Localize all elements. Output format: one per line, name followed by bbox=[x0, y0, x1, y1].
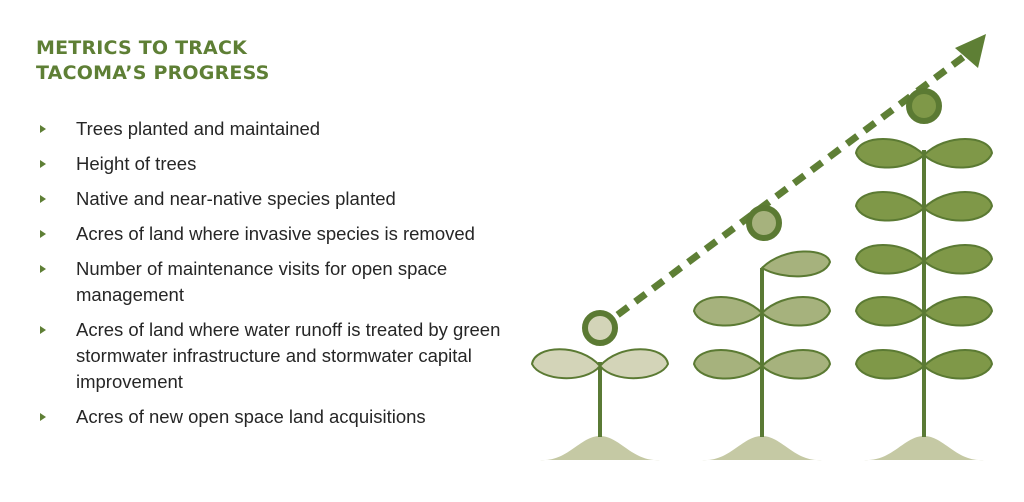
milestone-circle bbox=[582, 310, 618, 346]
metrics-list: Trees planted and maintained Height of t… bbox=[40, 116, 510, 439]
triangle-right-icon bbox=[40, 326, 46, 334]
metric-item: Native and near-native species planted bbox=[40, 186, 510, 212]
mature-plant-icon bbox=[854, 138, 994, 461]
metric-label: Acres of land where invasive species is … bbox=[76, 223, 475, 244]
soil-mound bbox=[864, 436, 984, 461]
soil-mound bbox=[540, 436, 660, 461]
sprout-icon bbox=[530, 348, 670, 461]
page-title: METRICS TO TRACK TACOMA’S PROGRESS bbox=[36, 36, 270, 86]
triangle-right-icon bbox=[40, 125, 46, 133]
metric-item: Acres of new open space land acquisition… bbox=[40, 404, 510, 430]
triangle-right-icon bbox=[40, 413, 46, 421]
metric-item: Number of maintenance visits for open sp… bbox=[40, 256, 510, 308]
metric-label: Height of trees bbox=[76, 153, 197, 174]
triangle-right-icon bbox=[40, 195, 46, 203]
metric-label: Native and near-native species planted bbox=[76, 188, 396, 209]
title-line-2: TACOMA’S PROGRESS bbox=[36, 62, 270, 84]
metric-label: Trees planted and maintained bbox=[76, 118, 321, 139]
triangle-right-icon bbox=[40, 160, 46, 168]
title-line-1: METRICS TO TRACK bbox=[36, 37, 248, 59]
metric-item: Acres of land where water runoff is trea… bbox=[40, 317, 510, 395]
metric-item: Trees planted and maintained bbox=[40, 116, 510, 142]
young-plant-icon bbox=[692, 250, 832, 461]
metric-label: Acres of land where water runoff is trea… bbox=[76, 319, 501, 392]
metric-item: Acres of land where invasive species is … bbox=[40, 221, 510, 247]
metric-item: Height of trees bbox=[40, 151, 510, 177]
dashed-arrow-icon bbox=[597, 34, 986, 331]
milestone-circle bbox=[906, 88, 942, 124]
metric-label: Acres of new open space land acquisition… bbox=[76, 406, 426, 427]
milestone-circle bbox=[746, 205, 782, 241]
triangle-right-icon bbox=[40, 230, 46, 238]
soil-mound bbox=[702, 436, 822, 461]
metric-label: Number of maintenance visits for open sp… bbox=[76, 258, 448, 305]
triangle-right-icon bbox=[40, 265, 46, 273]
